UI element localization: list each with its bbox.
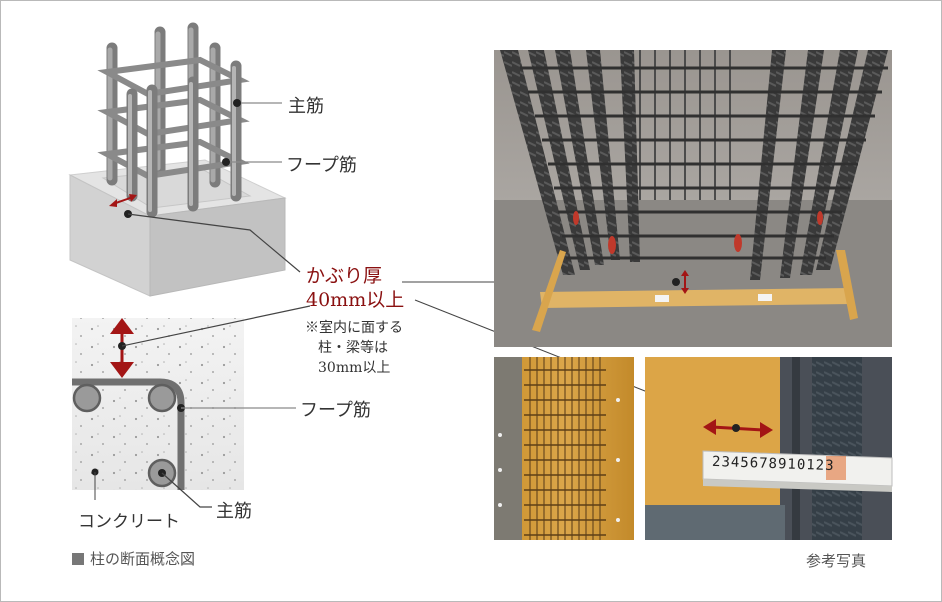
note-line-2: 柱・梁等は	[318, 340, 388, 356]
label-hoop-section: フープ筋	[300, 400, 371, 421]
square-bullet-icon	[72, 553, 84, 565]
label-concrete: コンクリート	[78, 512, 180, 532]
caption-left: 柱の断面概念図	[72, 548, 195, 569]
cross-section-diagram	[72, 305, 311, 508]
note-line-1: ※室内に面する	[305, 320, 403, 336]
note-line-3: 30mm以上	[318, 360, 391, 376]
label-cover-value: 40mm以上	[306, 289, 405, 311]
caption-left-text: 柱の断面概念図	[90, 550, 196, 568]
label-hoop-top: フープ筋	[286, 155, 357, 176]
label-main-bar-top: 主筋	[288, 96, 324, 117]
label-cover-title: かぶり厚	[306, 265, 383, 287]
reference-photo-rebar-cage	[494, 50, 892, 347]
reference-photo-column-formwork	[494, 357, 634, 540]
caption-right: 参考写真	[806, 552, 867, 570]
label-main-bar-section: 主筋	[216, 501, 252, 522]
reference-photo-tape-measure	[645, 357, 893, 540]
column-3d-illustration	[68, 22, 301, 297]
